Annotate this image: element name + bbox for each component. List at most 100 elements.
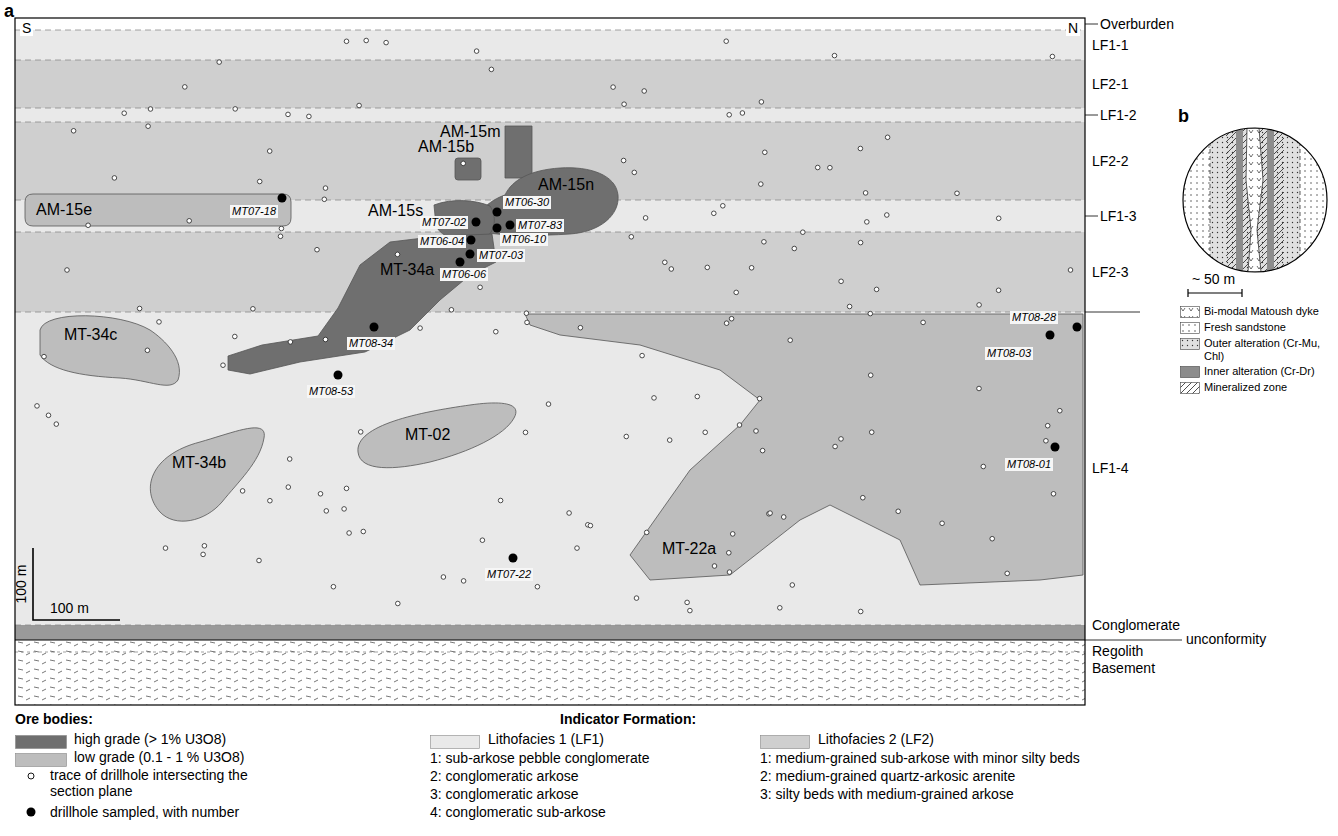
drillhole-number: MT08-53 [307,385,355,398]
ore-body: MT-34a [224,232,498,378]
drillhole-number: MT06-10 [500,233,548,246]
label: Indicator Formation: [560,711,696,727]
label: 1: sub-arkose pebble conglomerate [430,750,649,766]
drillhole-trace [874,287,879,292]
drillhole-trace [749,266,754,271]
legend-text: trace of drillhole intersecting the sect… [50,767,280,799]
drillhole-trace [632,170,637,175]
drillhole-trace [629,235,634,240]
drillhole-trace [1050,54,1055,59]
drillhole-number: MT07-03 [477,249,525,262]
ore-body-label: AM-15e [36,201,92,219]
label: S [20,20,33,36]
drillhole-trace [801,230,806,235]
drillhole-trace [257,179,262,184]
legend-swatch-fill [1181,383,1200,394]
alteration-cross-section [1183,128,1327,297]
drillhole-trace [54,422,59,427]
drillhole-trace [712,564,717,569]
legend-text: Bi-modal Matoush dyke [1204,305,1332,318]
drillhole-trace [494,329,499,334]
ore-body: MT-34c [32,310,186,392]
drillhole-number: MT06-06 [440,268,488,281]
drillhole-trace [644,530,649,535]
drillhole-trace [342,507,347,512]
drillhole-trace [740,111,745,116]
legend-swatch-fill [1181,367,1200,378]
legend-swatch [1180,382,1200,394]
drillhole-trace [759,182,764,187]
sampled-drillhole [493,208,502,217]
drillhole-trace [418,326,423,331]
label: 2: medium-grained quartz-arkosic arenite [760,768,1015,784]
drillhole-trace [757,396,762,401]
drillhole-trace [278,234,283,239]
ore-body-label: MT-02 [405,426,450,444]
drillhole-trace [187,219,192,224]
drillhole-trace-symbol [28,773,34,779]
drillhole-trace [705,265,710,270]
label: 3: conglomeratic arkose [430,786,579,802]
sampled-drillhole [278,194,287,203]
ore-body-shape [455,158,481,180]
drillhole-trace [759,100,764,105]
drillhole-trace [977,386,982,391]
drillhole-trace [921,320,926,325]
layer-name: Basement [1092,660,1155,676]
drillhole-trace [344,486,349,491]
drillhole-number: MT07-02 [420,216,468,229]
drillhole-trace [996,216,1001,221]
drillhole-trace [267,149,272,154]
drillhole-trace [202,544,207,549]
drillhole-trace [1044,439,1049,444]
drillhole-trace [688,608,693,613]
drillhole-trace [734,290,739,295]
legend-text: Outer alteration (Cr-Mu, Chl) [1204,337,1332,362]
label: Ore bodies: [15,711,93,727]
drillhole-trace [286,485,291,490]
drillhole-trace [863,191,868,196]
drillhole-trace [71,129,76,134]
drillhole-trace [832,53,837,58]
drillhole-trace [347,531,352,536]
drillhole-trace [1051,492,1056,497]
drillhole-trace [478,285,483,290]
drillhole-trace [667,438,672,443]
label: 2: conglomeratic arkose [430,768,579,784]
sampled-drillhole [493,224,502,233]
legend-swatch [1180,306,1200,318]
layer-name: LF2-3 [1092,264,1129,280]
drillhole-trace [279,226,284,231]
layer-name: LF1-2 [1100,107,1137,123]
drillhole-trace [669,267,674,272]
drillhole-trace [384,40,389,45]
legend-text: high grade (> 1% U3O8) [74,731,226,747]
layer-name: Conglomerate [1092,617,1180,633]
drillhole-sampled-symbol [27,808,36,817]
drillhole-trace [1068,268,1073,273]
drillhole-number: MT08-28 [1010,311,1058,324]
drillhole-trace [727,570,732,575]
drillhole-trace [65,268,70,273]
drillhole-trace [869,430,874,435]
drillhole-trace [489,67,494,72]
drillhole-trace [729,316,734,321]
drillhole-trace [703,430,708,435]
legend-row: Mineralized zone [1180,381,1334,394]
layer-name: LF2-2 [1092,153,1129,169]
sampled-drillhole [467,236,476,245]
legend-swatch [1180,322,1200,334]
legend-swatch [15,753,67,767]
label: 3: silty beds with medium-grained arkose [760,786,1014,802]
drillhole-trace [546,402,551,407]
label: a [4,1,14,22]
legend-swatch-fill [431,736,480,749]
drillhole-trace [955,191,960,196]
drillhole-number: MT08-01 [1005,458,1053,471]
drillhole-trace [525,320,530,325]
drillhole-trace [990,536,995,541]
drillhole-trace [535,584,540,589]
drillhole-trace [221,363,226,368]
drillhole-trace [652,396,657,401]
